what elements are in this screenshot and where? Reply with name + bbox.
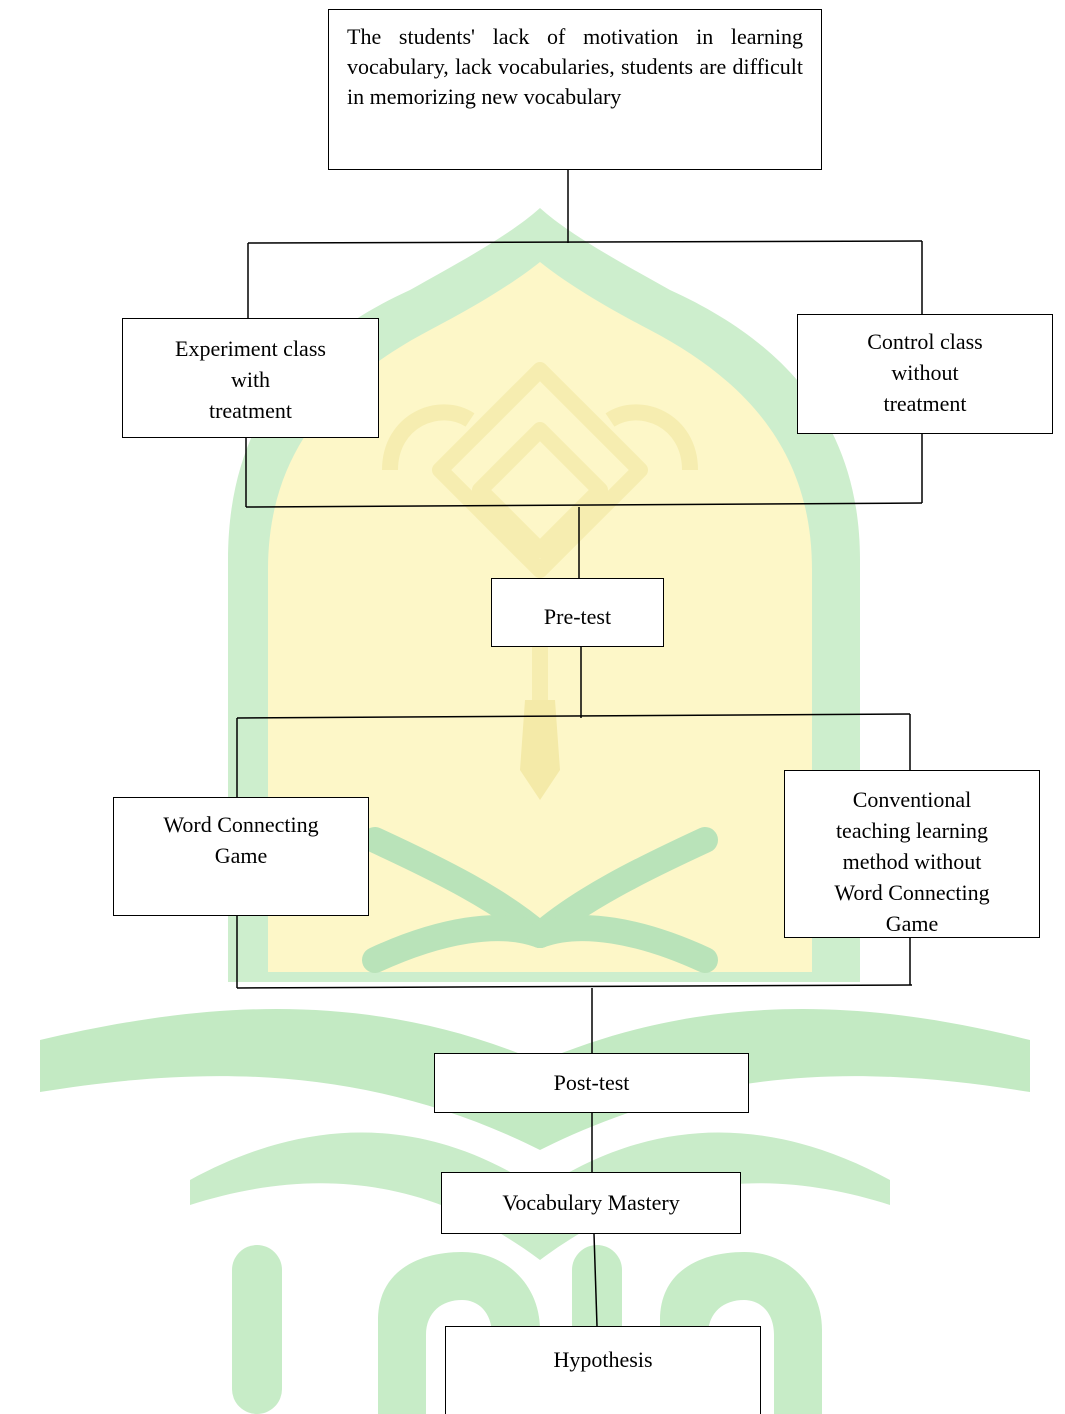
vocabulary-mastery-box: Vocabulary Mastery <box>441 1172 741 1234</box>
experiment-class-line: with <box>230 367 271 392</box>
pre-test-box: Pre-test <box>491 578 664 647</box>
conventional-method-line: method without <box>842 849 982 874</box>
problem-box: The students' lack of motivation in lear… <box>328 9 822 170</box>
connector <box>236 984 913 989</box>
conventional-method-line: Game <box>885 911 939 936</box>
post-test-label: Post-test <box>553 1070 630 1095</box>
experiment-class-box: Experiment class with treatment <box>122 318 379 438</box>
conventional-method-line: teaching learning <box>835 818 989 843</box>
word-connecting-game-line: Word Connecting <box>163 812 319 837</box>
connector <box>245 502 923 508</box>
control-class-box: Control class without treatment <box>797 314 1053 434</box>
hypothesis-box: Hypothesis <box>445 1326 761 1414</box>
post-test-box: Post-test <box>434 1053 749 1113</box>
connector <box>247 240 923 244</box>
watermark-pen-nib <box>520 700 560 800</box>
vocabulary-mastery-label: Vocabulary Mastery <box>502 1190 680 1215</box>
word-connecting-game-box: Word Connecting Game <box>113 797 369 916</box>
experiment-class-line: Experiment class <box>175 336 326 361</box>
connector <box>593 1233 598 1327</box>
control-class-line: Control class <box>867 329 983 354</box>
conventional-method-line: Word Connecting <box>834 880 990 905</box>
pre-test-label: Pre-test <box>543 604 612 629</box>
control-class-line: without <box>891 360 959 385</box>
problem-text: The students' lack of motivation in lear… <box>347 24 803 109</box>
hypothesis-label: Hypothesis <box>553 1347 653 1372</box>
word-connecting-game-line: Game <box>214 843 268 868</box>
control-class-line: treatment <box>883 391 967 416</box>
watermark-book <box>362 827 718 973</box>
conventional-method-box: Conventional teaching learning method wi… <box>784 770 1040 938</box>
conventional-method-line: Conventional <box>852 787 972 812</box>
experiment-class-line: treatment <box>208 398 293 423</box>
connector <box>236 713 911 719</box>
watermark-ornament <box>382 362 698 700</box>
